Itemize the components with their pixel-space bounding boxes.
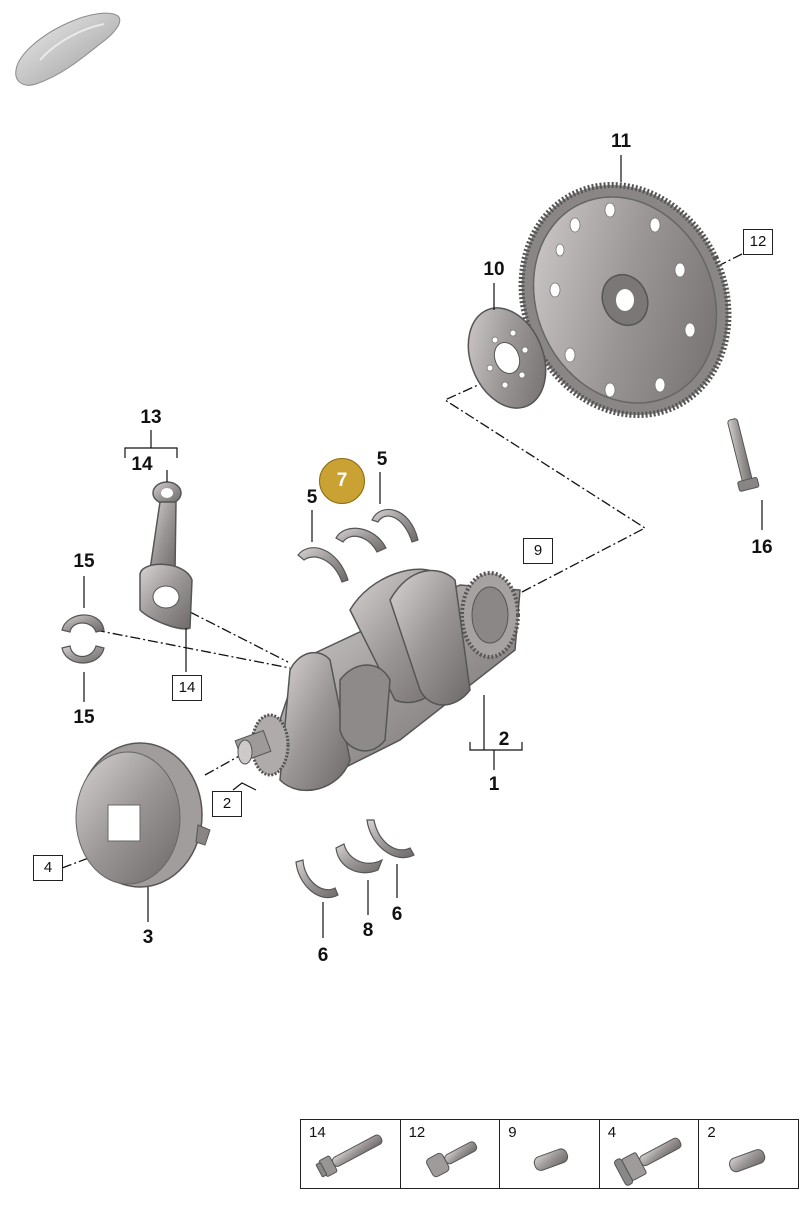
callout-5-right: 5 — [376, 449, 388, 470]
callout-3: 3 — [142, 927, 154, 948]
legend-cell-2[interactable]: 2 — [699, 1120, 798, 1188]
hex-flange-bolt-icon — [613, 1137, 682, 1186]
ref-box-4[interactable]: 4 — [33, 855, 63, 881]
legend-num: 9 — [508, 1124, 517, 1141]
callout-8: 8 — [362, 920, 374, 941]
collared-bolt-long-icon — [315, 1134, 383, 1178]
exploded-parts-diagram — [15, 12, 763, 938]
fastener-legend: 14 12 9 4 — [300, 1119, 799, 1189]
rod-bearing-shells — [61, 614, 105, 664]
socket-head-bolt-icon — [425, 1141, 477, 1178]
ref-box-2[interactable]: 2 — [212, 791, 242, 817]
upper-bearing-shells — [297, 508, 419, 583]
lower-bearing-shells — [295, 819, 415, 899]
ref-box-12[interactable]: 12 — [743, 229, 773, 255]
callout-15-lower: 15 — [73, 707, 95, 728]
flywheel-ring-gear — [518, 182, 732, 418]
legend-num: 4 — [607, 1124, 617, 1141]
legend-num: 2 — [707, 1124, 716, 1141]
callout-10: 10 — [483, 259, 505, 280]
callout-14: 14 — [131, 454, 153, 475]
callout-15-upper: 15 — [73, 551, 95, 572]
crankshaft — [234, 568, 521, 792]
legend-cell-4[interactable]: 4 — [600, 1120, 700, 1188]
drive-plate — [467, 307, 547, 409]
legend-cell-9[interactable]: 9 — [500, 1120, 600, 1188]
connecting-rod — [139, 481, 193, 630]
legend-cell-12[interactable]: 12 — [401, 1120, 501, 1188]
callout-5-left: 5 — [306, 487, 318, 508]
callout-11: 11 — [610, 131, 632, 152]
legend-cell-14[interactable]: 14 — [301, 1120, 401, 1188]
callout-6-right: 6 — [391, 904, 403, 925]
vibration-damper-pulley — [75, 742, 211, 888]
car-thumbnail-icon — [15, 12, 121, 86]
highlighted-part-7[interactable]: 7 — [319, 458, 365, 504]
dowel-pin-icon — [533, 1148, 569, 1171]
flywheel-bolt — [727, 418, 760, 492]
callout-6-left: 6 — [317, 945, 329, 966]
legend-num: 14 — [309, 1124, 326, 1141]
callout-16: 16 — [751, 537, 773, 558]
ref-box-9[interactable]: 9 — [523, 538, 553, 564]
callout-13: 13 — [140, 407, 162, 428]
dowel-pin-icon — [729, 1149, 766, 1173]
callout-2: 2 — [498, 729, 510, 750]
leader-lines — [83, 155, 763, 938]
ref-box-14[interactable]: 14 — [172, 675, 202, 701]
callout-1: 1 — [488, 774, 500, 795]
legend-num: 12 — [408, 1124, 426, 1141]
